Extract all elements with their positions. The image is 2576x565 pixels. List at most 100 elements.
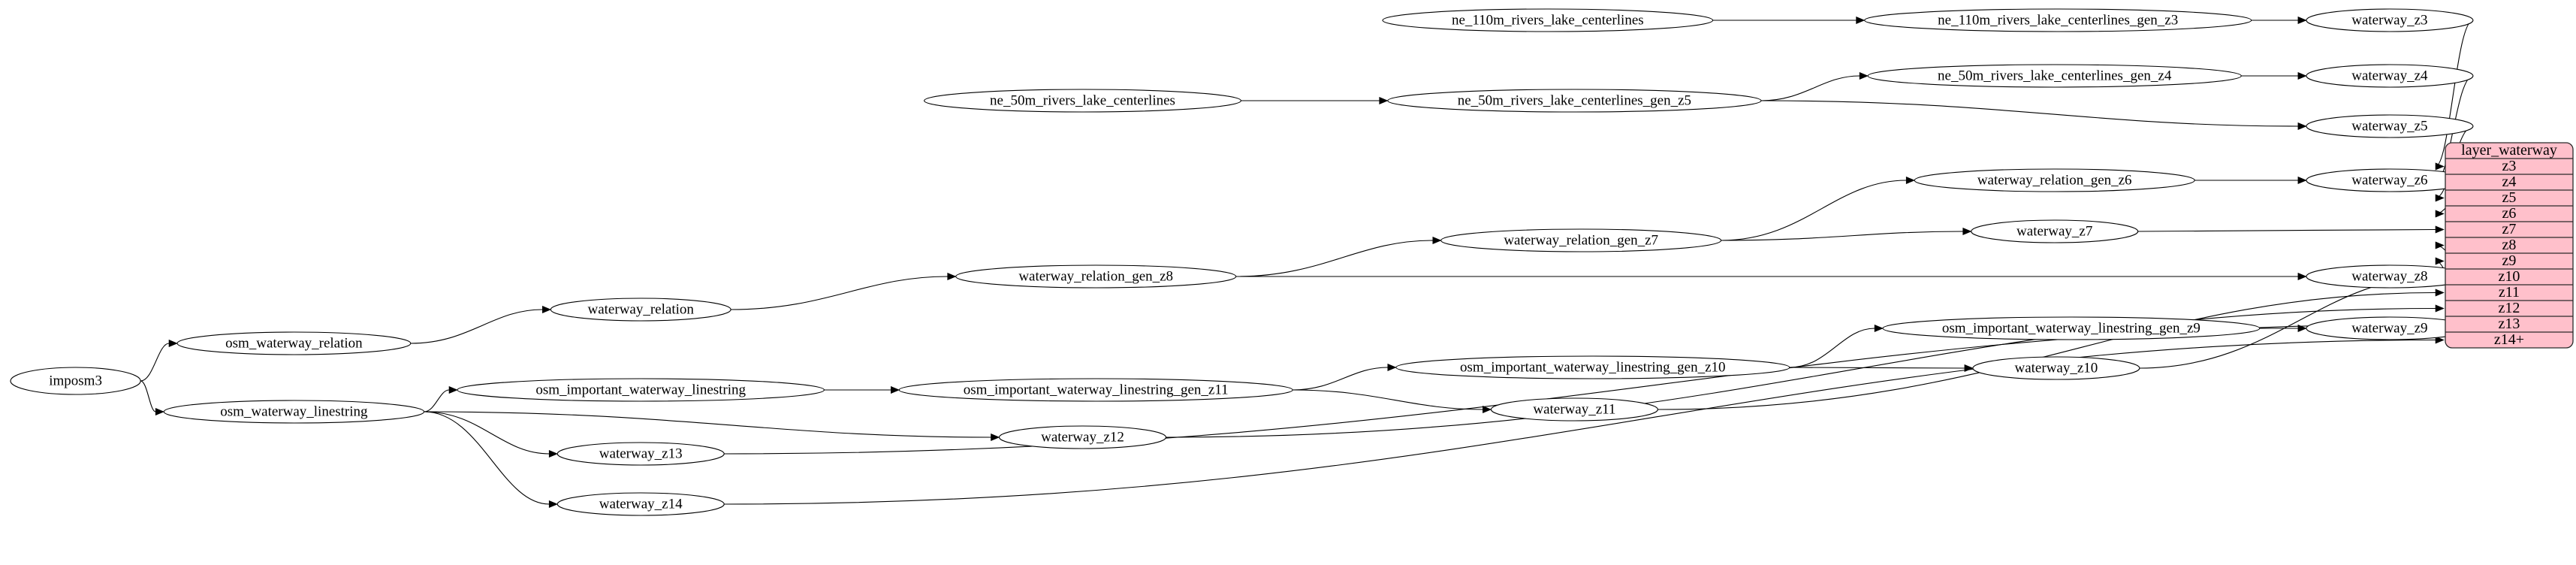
edge-arrowhead-icon — [1387, 363, 1397, 372]
graph-edge — [1760, 100, 2298, 127]
node-label: waterway_z7 — [2016, 223, 2092, 239]
graph-node-waterway_z11[interactable]: waterway_z11 — [1490, 397, 1658, 421]
graph-node-osm_important_waterway_linestring_gen_z10[interactable]: osm_important_waterway_linestring_gen_z1… — [1395, 355, 1790, 379]
node-shape-ellipse — [955, 264, 1237, 289]
graph-node-waterway_relation_gen_z7[interactable]: waterway_relation_gen_z7 — [1440, 228, 1722, 252]
node-shape-ellipse — [2306, 8, 2474, 32]
graph-edge — [730, 276, 948, 310]
edge-arrowhead-icon — [2435, 336, 2445, 344]
node-shape-ellipse — [1867, 64, 2242, 88]
node-shape-ellipse — [10, 367, 141, 395]
node-shape-ellipse — [557, 442, 725, 466]
table-cell-label: z10 — [2499, 268, 2520, 285]
graph-node-waterway_z6[interactable]: waterway_z6 — [2306, 168, 2474, 192]
node-label: ne_110m_rivers_lake_centerlines_gen_z3 — [1938, 12, 2178, 28]
graph-edge — [1789, 328, 1875, 368]
table-title: layer_waterway — [2461, 142, 2557, 159]
graph-node-osm_waterway_relation[interactable]: osm_waterway_relation — [176, 331, 412, 355]
graph-node-ne_110m_rivers_lake_centerlines[interactable]: ne_110m_rivers_lake_centerlines — [1382, 8, 1714, 32]
node-shape-ellipse — [457, 378, 825, 402]
node-label: osm_waterway_relation — [225, 335, 363, 351]
graph-node-ne_50m_rivers_lake_centerlines_gen_z4[interactable]: ne_50m_rivers_lake_centerlines_gen_z4 — [1867, 64, 2242, 88]
graph-node-waterway_z9[interactable]: waterway_z9 — [2306, 316, 2474, 340]
graph-edge — [424, 411, 991, 438]
table-cell-label: z11 — [2499, 284, 2520, 301]
node-label: waterway_z5 — [2351, 118, 2427, 134]
table-row-z7[interactable]: z7 — [2445, 221, 2573, 237]
node-shape-ellipse — [998, 425, 1167, 449]
edge-arrowhead-icon — [991, 433, 1000, 442]
node-shape-ellipse — [176, 331, 412, 355]
graph-node-ne_50m_rivers_lake_centerlines_gen_z5[interactable]: ne_50m_rivers_lake_centerlines_gen_z5 — [1387, 89, 1762, 113]
graph-node-waterway_relation[interactable]: waterway_relation — [550, 298, 731, 322]
graph-node-waterway_z4[interactable]: waterway_z4 — [2306, 64, 2474, 88]
graph-node-waterway_z5[interactable]: waterway_z5 — [2306, 114, 2474, 138]
table-row-z3[interactable]: z3 — [2445, 158, 2573, 174]
edge-arrowhead-icon — [2297, 122, 2307, 131]
graph-node-waterway_z12[interactable]: waterway_z12 — [998, 425, 1167, 449]
graph-node-ne_110m_rivers_lake_centerlines_gen_z3[interactable]: ne_110m_rivers_lake_centerlines_gen_z3 — [1864, 8, 2252, 32]
edge-arrowhead-icon — [2297, 16, 2307, 25]
node-shape-ellipse — [1882, 316, 2261, 340]
table-row-z11[interactable]: z11 — [2445, 284, 2573, 301]
edge-arrowhead-icon — [1962, 227, 1972, 236]
node-shape-ellipse — [924, 89, 1241, 113]
table-row-z13[interactable]: z13 — [2445, 316, 2573, 332]
graph-edge — [724, 339, 2436, 505]
graph-edge — [1789, 367, 1965, 369]
graph-node-osm_important_waterway_linestring[interactable]: osm_important_waterway_linestring — [457, 378, 825, 402]
graph-node-ne_50m_rivers_lake_centerlines[interactable]: ne_50m_rivers_lake_centerlines — [924, 89, 1241, 113]
graph-node-waterway_z10[interactable]: waterway_z10 — [1972, 356, 2140, 380]
table-row-z14+[interactable]: z14+ — [2445, 331, 2573, 348]
graph-node-waterway_z8[interactable]: waterway_z8 — [2306, 264, 2474, 289]
graph-node-waterway_z3[interactable]: waterway_z3 — [2306, 8, 2474, 32]
edge-arrowhead-icon — [891, 385, 900, 394]
graph-node-waterway_z7[interactable]: waterway_z7 — [1971, 219, 2139, 243]
table-row-z6[interactable]: z6 — [2445, 205, 2573, 222]
node-label: osm_important_waterway_linestring_gen_z1… — [964, 382, 1229, 397]
table-row-z4[interactable]: z4 — [2445, 174, 2573, 190]
graph-edge — [1658, 292, 2436, 410]
edge-arrowhead-icon — [155, 407, 164, 416]
node-shape-ellipse — [550, 298, 731, 322]
node-shape-ellipse — [557, 492, 725, 516]
table-row-z10[interactable]: z10 — [2445, 268, 2573, 285]
graph-node-waterway_z13[interactable]: waterway_z13 — [557, 442, 725, 466]
graph-node-waterway_relation_gen_z8[interactable]: waterway_relation_gen_z8 — [955, 264, 1237, 289]
node-label: osm_important_waterway_linestring — [535, 382, 746, 397]
graph-node-waterway_z14[interactable]: waterway_z14 — [557, 492, 725, 516]
edge-arrowhead-icon — [548, 500, 558, 509]
graph-edge — [140, 380, 156, 412]
node-label: waterway_relation_gen_z7 — [1504, 232, 1658, 248]
graph-edge — [2137, 228, 2436, 232]
graph-node-imposm3[interactable]: imposm3 — [10, 367, 141, 395]
edge-arrowhead-icon — [1859, 71, 1869, 80]
table-cell-label: z7 — [2502, 221, 2517, 237]
edge-arrowhead-icon — [2435, 162, 2445, 171]
graph-node-osm_important_waterway_linestring_gen_z9[interactable]: osm_important_waterway_linestring_gen_z9 — [1882, 316, 2261, 340]
node-label: waterway_relation_gen_z8 — [1018, 268, 1173, 284]
node-shape-ellipse — [163, 400, 425, 424]
edge-arrowhead-icon — [2435, 257, 2445, 265]
graph-node-osm_waterway_linestring[interactable]: osm_waterway_linestring — [163, 400, 425, 424]
edge-arrowhead-icon — [2435, 210, 2445, 218]
graph-node-osm_important_waterway_linestring_gen_z11[interactable]: osm_important_waterway_linestring_gen_z1… — [898, 378, 1293, 402]
table-row-z5[interactable]: z5 — [2445, 189, 2573, 206]
table-row-z8[interactable]: z8 — [2445, 237, 2573, 253]
table-cell-label: z14+ — [2494, 331, 2524, 348]
node-label: waterway_z4 — [2351, 68, 2428, 83]
node-label: waterway_z3 — [2351, 12, 2427, 28]
graph-node-waterway_relation_gen_z6[interactable]: waterway_relation_gen_z6 — [1914, 168, 2195, 192]
table-row-z9[interactable]: z9 — [2445, 252, 2573, 269]
node-shape-ellipse — [898, 378, 1293, 402]
table-row-z12[interactable]: z12 — [2445, 300, 2573, 316]
node-shape-ellipse — [1971, 219, 2139, 243]
edge-arrowhead-icon — [2297, 176, 2307, 185]
table-cell-label: z12 — [2499, 300, 2520, 316]
node-label: ne_110m_rivers_lake_centerlines — [1452, 12, 1644, 28]
table-outer-frame — [2445, 142, 2574, 349]
node-shape-ellipse — [1382, 8, 1714, 32]
node-label: waterway_z11 — [1533, 401, 1615, 417]
edge-arrowhead-icon — [448, 385, 458, 394]
edge-arrowhead-icon — [168, 339, 178, 348]
